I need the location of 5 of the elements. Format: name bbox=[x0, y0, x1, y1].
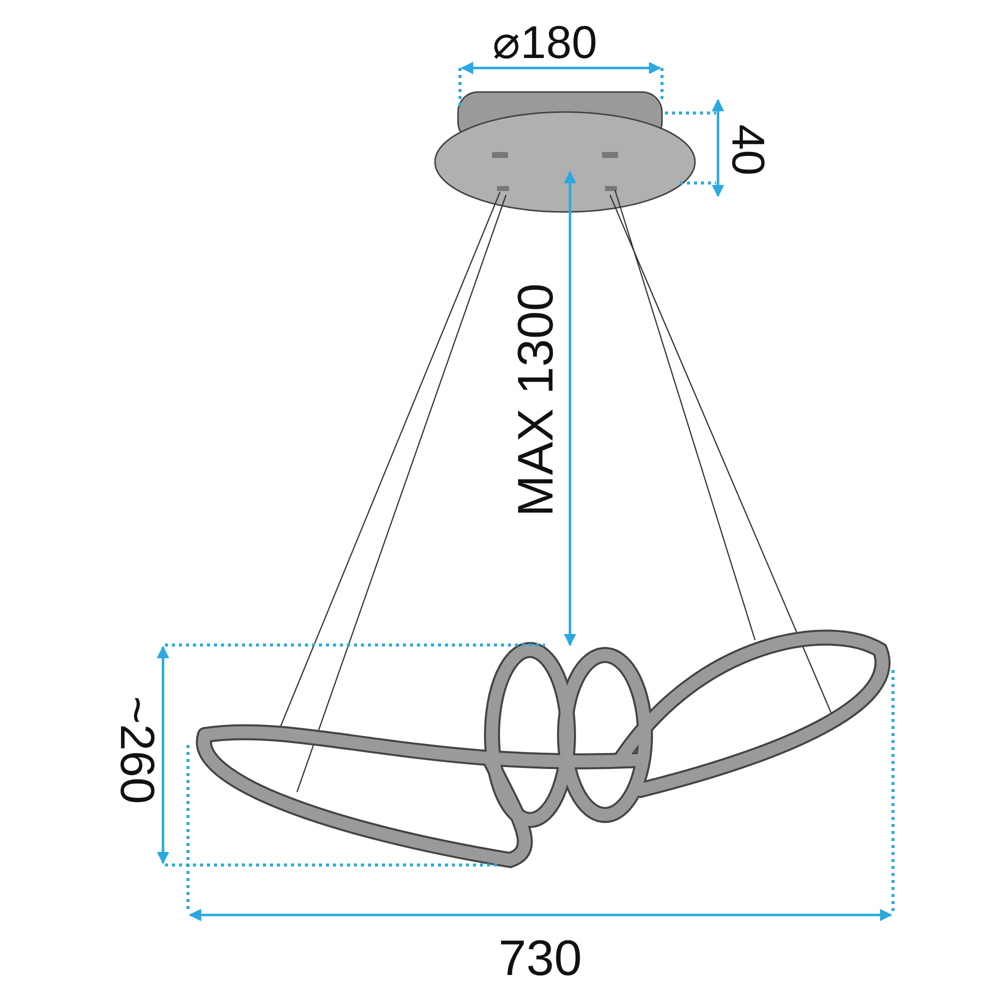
dimension-label: 40 bbox=[725, 124, 772, 176]
dimension-label: 730 bbox=[498, 933, 582, 983]
dimension-label: ~260 bbox=[112, 696, 160, 804]
dimension-label: MAX 1300 bbox=[510, 283, 560, 517]
dimension-label: ⌀180 bbox=[492, 19, 598, 65]
